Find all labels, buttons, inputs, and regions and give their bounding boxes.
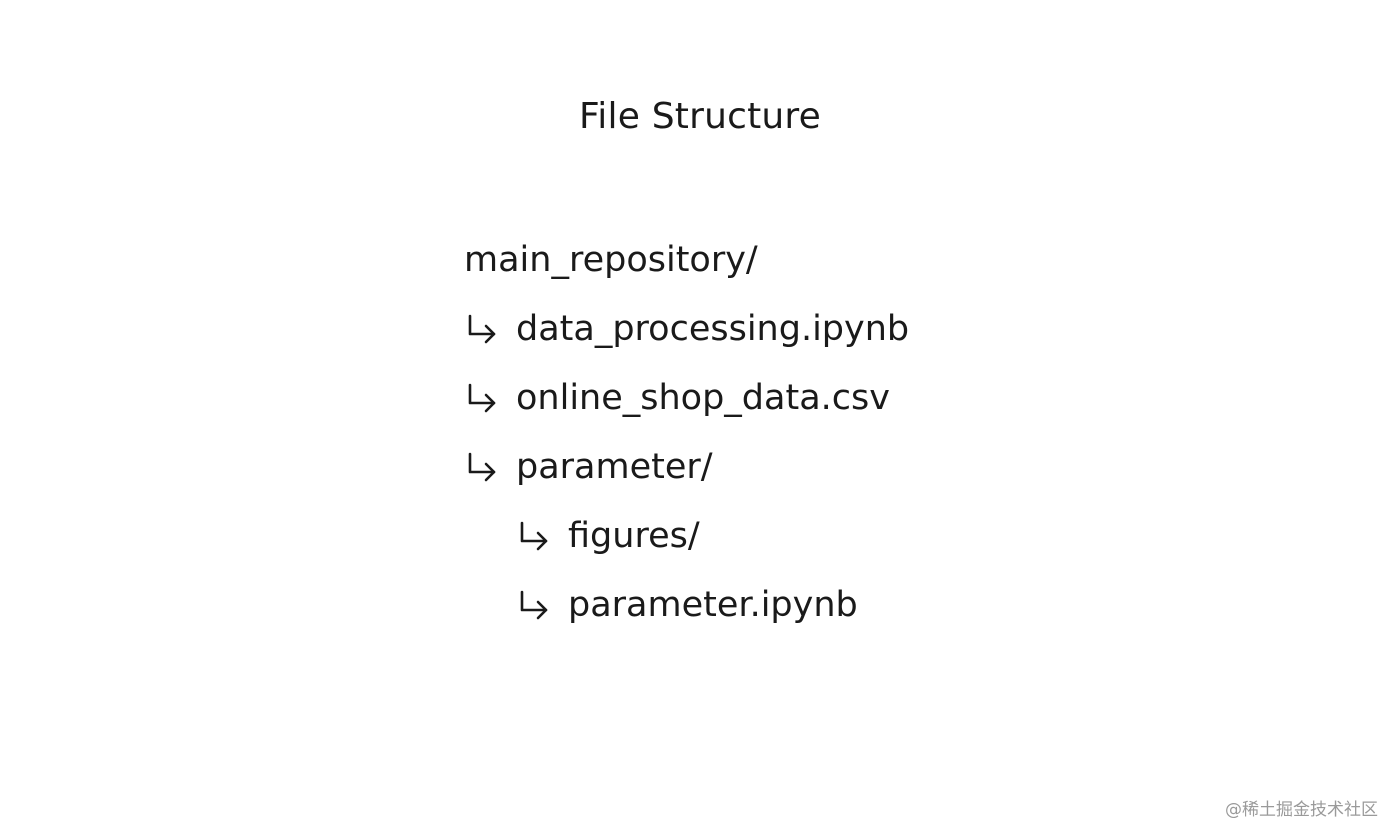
- tree-row: data_processing.ipynb: [464, 294, 909, 363]
- tree-row: online_shop_data.csv: [464, 363, 909, 432]
- tree-row: parameter.ipynb: [464, 570, 909, 639]
- down-right-arrow-icon: [464, 432, 516, 501]
- diagram-title: File Structure: [579, 96, 821, 137]
- file-parameter-notebook: parameter.ipynb: [568, 584, 858, 625]
- down-right-arrow-icon: [464, 294, 516, 363]
- tree-row: figures/: [464, 501, 909, 570]
- tree-root-row: main_repository/: [464, 225, 909, 294]
- down-right-arrow-icon: [464, 363, 516, 432]
- file-online-shop-data: online_shop_data.csv: [516, 377, 890, 418]
- file-tree: main_repository/ data_processing.ipynb o…: [464, 225, 909, 639]
- tree-row: parameter/: [464, 432, 909, 501]
- folder-main-repository: main_repository/: [464, 239, 758, 280]
- down-right-arrow-icon: [516, 570, 568, 639]
- down-right-arrow-icon: [516, 501, 568, 570]
- watermark: @稀土掘金技术社区: [1225, 800, 1378, 820]
- folder-figures: figures/: [568, 515, 700, 556]
- folder-parameter: parameter/: [516, 446, 713, 487]
- file-data-processing: data_processing.ipynb: [516, 308, 910, 349]
